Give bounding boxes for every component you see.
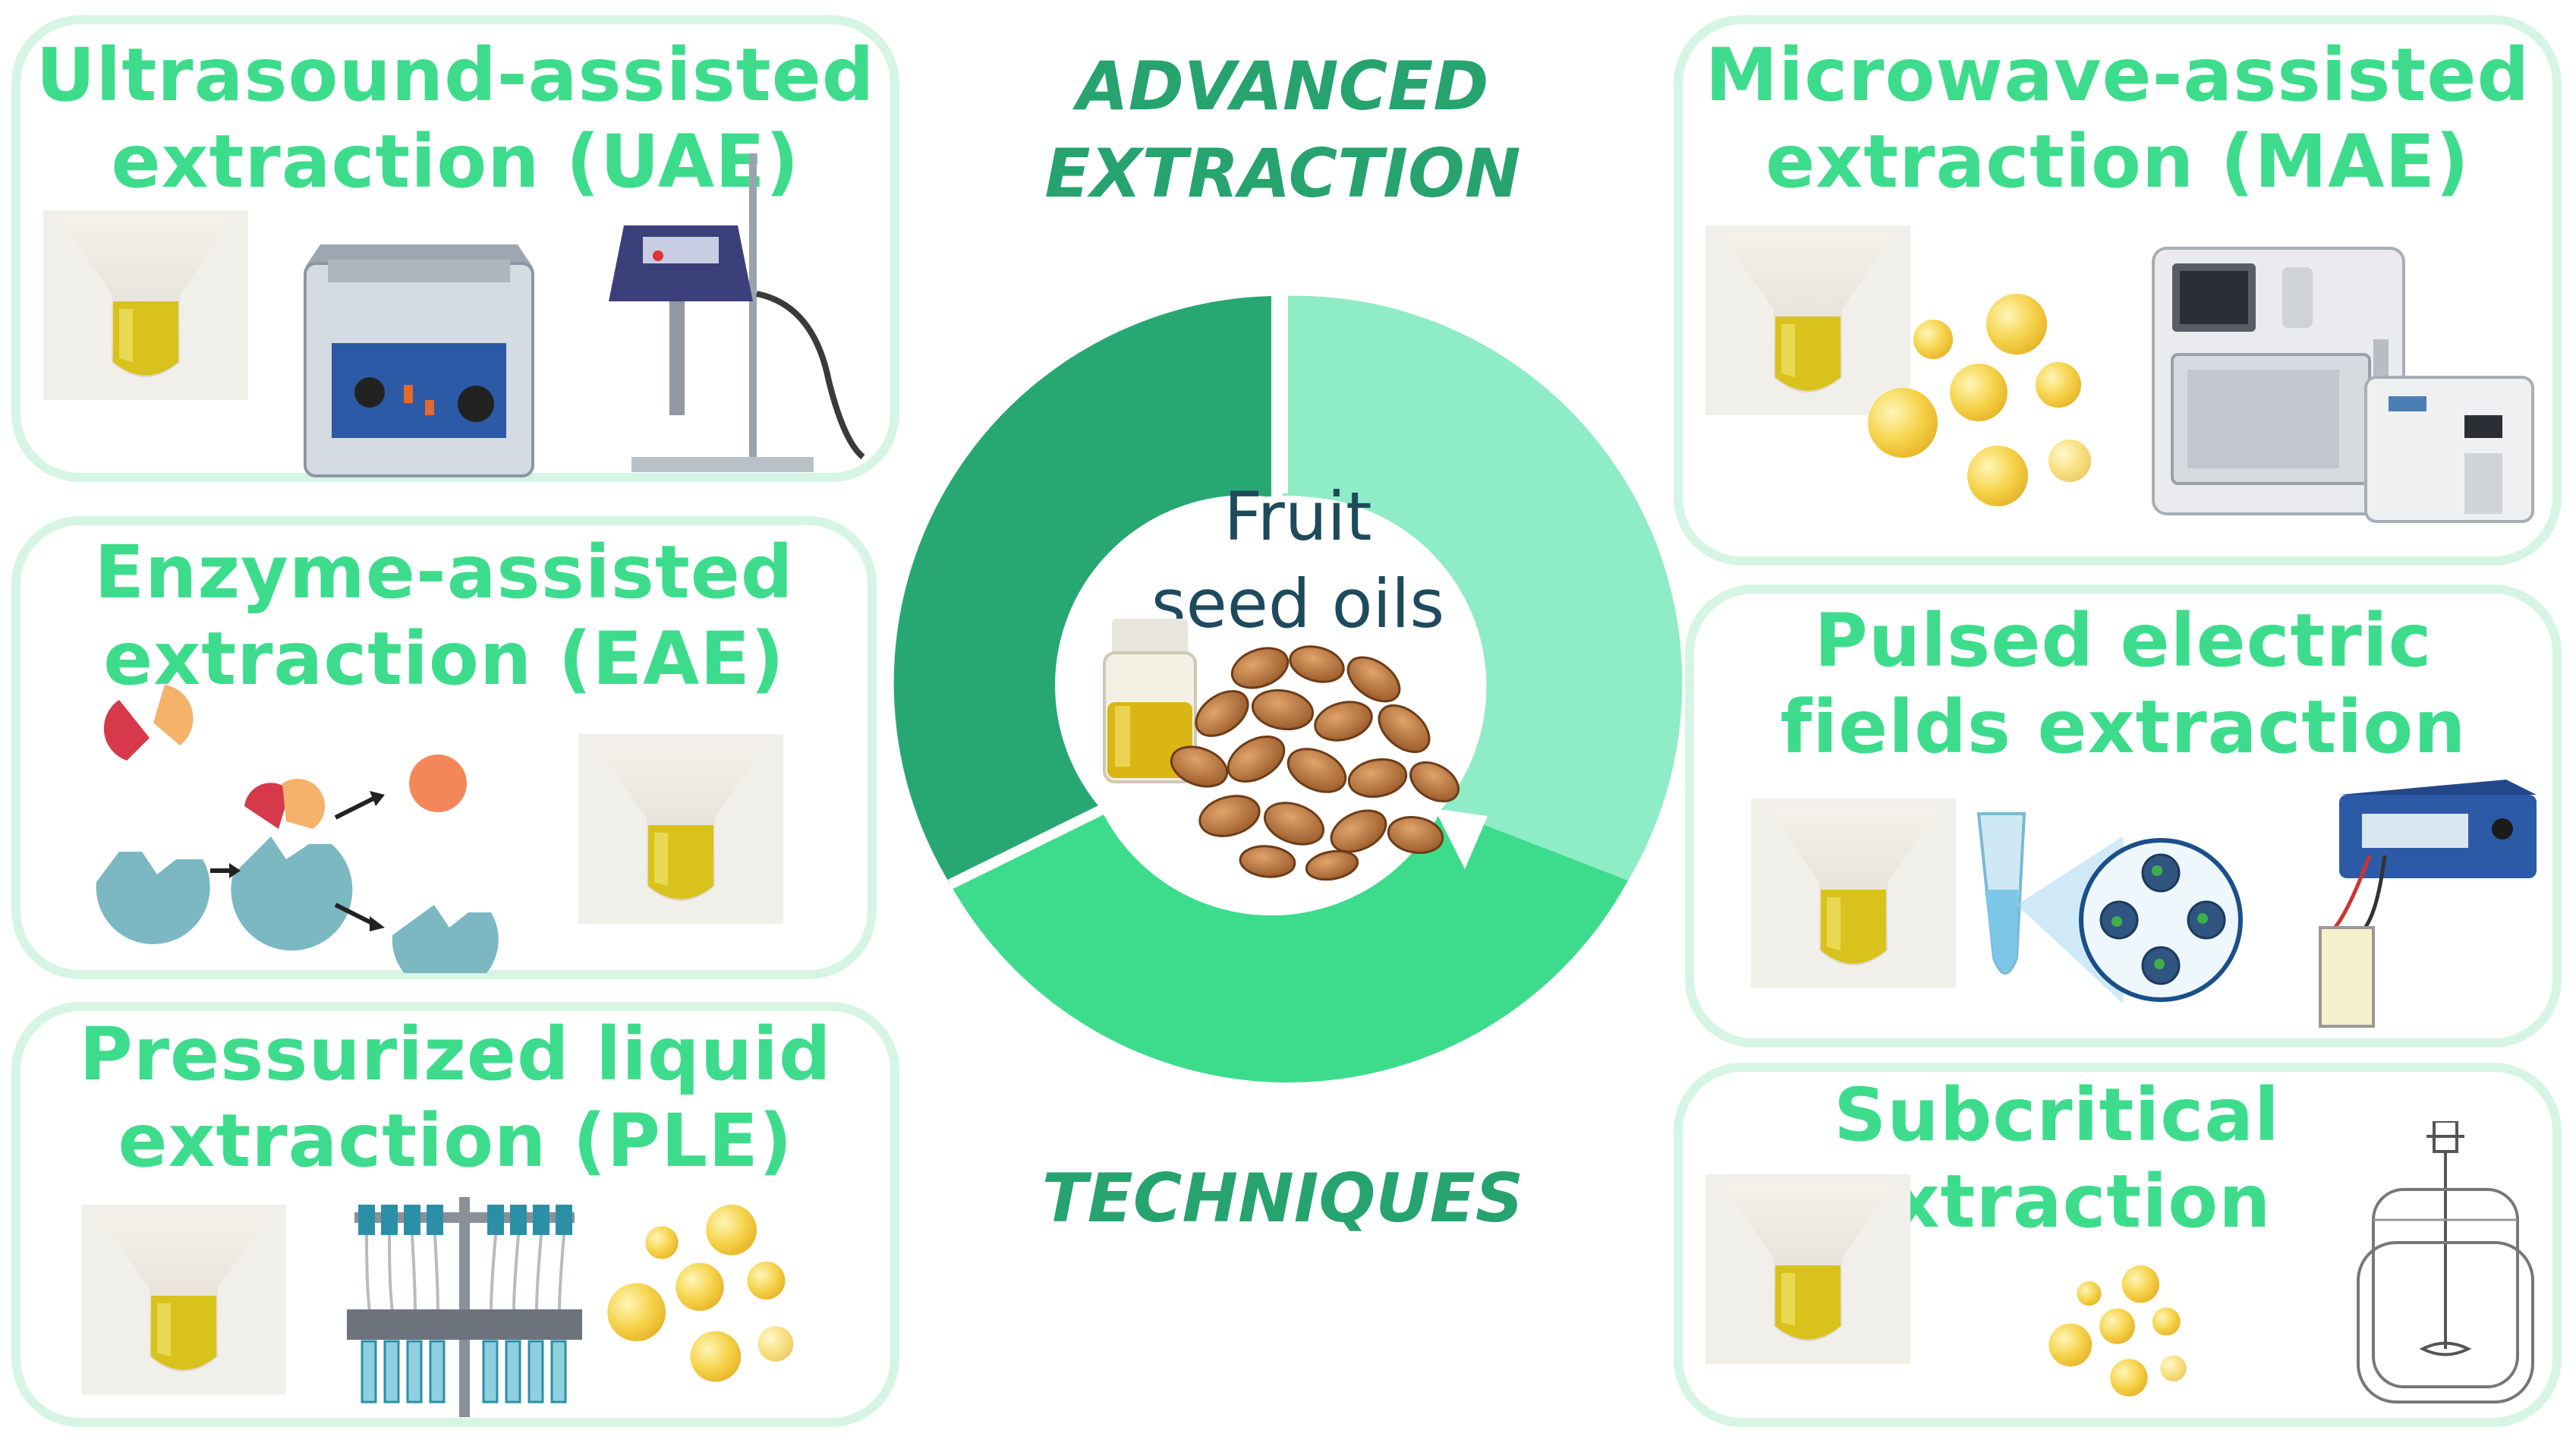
panel-eae-title-line2: extraction (EAE): [103, 616, 785, 701]
panel-uae-title: Ultrasound-assisted extraction (UAE): [20, 32, 890, 205]
panel-ple-title-line2: extraction (PLE): [118, 1098, 793, 1183]
ultrasonic-bath-icon: [304, 244, 534, 477]
panel-eae-title-line1: Enzyme-assisted: [94, 530, 794, 615]
heading-techniques: TECHNIQUES: [1041, 1159, 1524, 1237]
panel-mae-title: Microwave-assisted extraction (MAE): [1683, 32, 2552, 205]
panel-ple: Pressurized liquid extraction (PLE): [11, 1002, 899, 1427]
microwave-extractor-icon: [2152, 247, 2534, 523]
electroporation-icon: [1976, 812, 2243, 1003]
center-label-line1: Fruit: [1223, 477, 1372, 556]
panel-mae: Microwave-assisted extraction (MAE): [1674, 15, 2562, 566]
center-label-line2: seed oils: [1151, 565, 1445, 643]
panel-pef-title-line2: fields extraction: [1780, 685, 2467, 770]
panel-uae-title-line2: extraction (UAE): [111, 119, 800, 204]
heading-advanced: ADVANCED: [1076, 47, 1489, 125]
panel-sub-title-line1: Subcritical: [1834, 1073, 2280, 1158]
panel-sub: Subcritical extraction: [1674, 1063, 2562, 1427]
panel-sub-title: Subcritical extraction: [1759, 1072, 2355, 1245]
seed-oil-bottle-icon: [1103, 619, 1197, 783]
heading-extraction: EXTRACTION: [1044, 134, 1521, 213]
panel-pef-title-line1: Pulsed electric: [1814, 598, 2433, 683]
panel-pef: Pulsed electric fields extraction: [1685, 584, 2562, 1048]
ring-segment-light: [1283, 295, 1683, 881]
panel-uae: Ultrasound-assisted extraction (UAE): [11, 15, 899, 482]
panel-eae-title: Enzyme-assisted extraction (EAE): [20, 529, 868, 702]
oil-tube-icon: [1751, 799, 1956, 988]
ultrasonic-probe-icon: [609, 153, 865, 472]
oil-tube-icon: [81, 1205, 286, 1394]
panel-uae-title-line1: Ultrasound-assisted: [36, 33, 875, 118]
oil-droplets-icon: [597, 1205, 802, 1394]
seeds-icon: [1170, 645, 1460, 881]
panel-ple-title: Pressurized liquid extraction (PLE): [20, 1011, 890, 1184]
reactor-vessel-icon: [2357, 1121, 2534, 1404]
panel-mae-title-line2: extraction (MAE): [1765, 119, 2470, 204]
panel-sub-title-line2: extraction: [1842, 1159, 2272, 1244]
pulse-generator-icon: [2319, 780, 2537, 1028]
panel-eae: Enzyme-assisted extraction (EAE): [11, 516, 877, 979]
oil-droplets-icon: [1853, 294, 2104, 521]
ring-segment-mid: [950, 808, 1628, 1083]
oil-tube-icon: [43, 210, 248, 400]
technique-ring: [893, 295, 1683, 1083]
panel-pef-title: Pulsed electric fields extraction: [1694, 597, 2552, 770]
ring-segment-dark: [893, 296, 1271, 884]
pressurized-extractor-icon: [347, 1197, 582, 1417]
panel-mae-title-line1: Microwave-assisted: [1705, 33, 2530, 118]
enzyme-icon: [96, 685, 499, 973]
oil-tube-icon: [578, 734, 783, 924]
oil-tube-icon: [1705, 1174, 1910, 1364]
oil-droplets-icon: [2043, 1265, 2191, 1406]
panel-ple-title-line1: Pressurized liquid: [79, 1012, 832, 1097]
